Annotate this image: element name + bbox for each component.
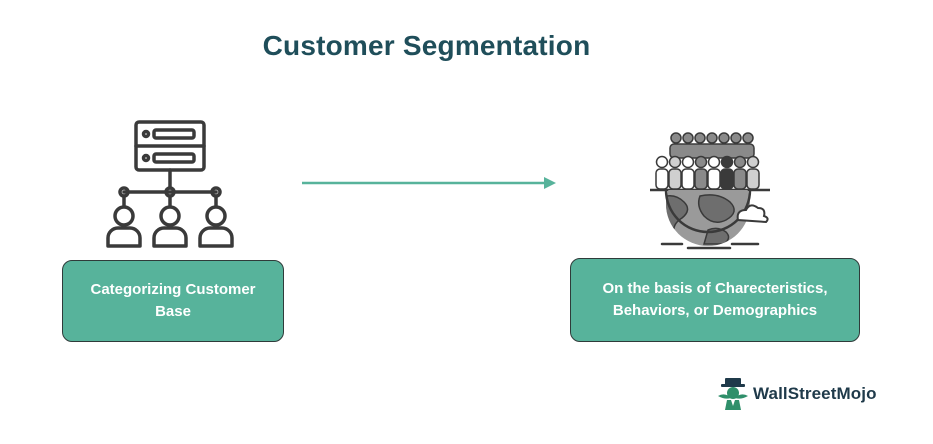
categorizing-box: Categorizing Customer Base <box>62 260 284 342</box>
wallstreetmojo-logo-icon <box>718 378 748 410</box>
basis-box-line1: On the basis of Charecteristics, <box>602 280 828 297</box>
brand-watermark: WallStreetMojo <box>717 376 877 412</box>
basis-box-line2: Behaviors, or Demographics <box>612 302 818 319</box>
crowd-globe-icon <box>650 132 770 250</box>
brand-name: WallStreetMojo <box>753 384 877 403</box>
basis-box: On the basis of Charecteristics, Behavio… <box>570 258 860 342</box>
categorizing-box-line1: Categorizing Customer <box>90 281 256 298</box>
page-title: Customer Segmentation <box>262 30 591 61</box>
network-users-icon <box>106 120 234 248</box>
categorizing-box-line2: Base <box>155 303 191 320</box>
arrow-right-icon <box>302 177 556 189</box>
